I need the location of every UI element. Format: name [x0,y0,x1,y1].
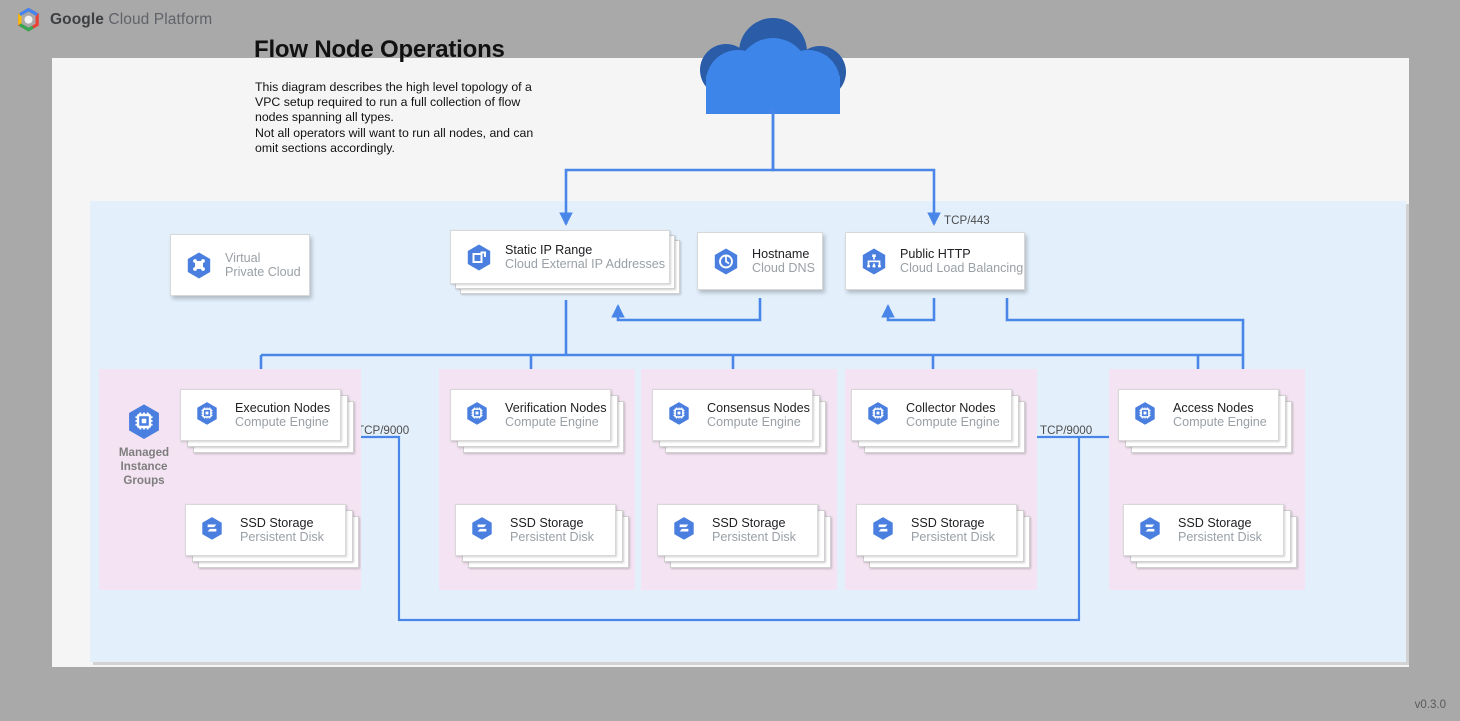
consensus-nodes-text: Consensus Nodes Compute Engine [707,401,810,430]
cloud-external-ip-addresses-icon [464,242,494,272]
persistent-disk-icon [1137,515,1167,545]
hostname-text: Hostname Cloud DNS [752,247,815,276]
brand-title-bold: Google [50,11,104,28]
collector-nodes-title: Collector Nodes [906,400,996,415]
access-storage-stack[interactable]: SSD Storage Persistent Disk [1123,504,1298,574]
consensus-storage-stack[interactable]: SSD Storage Persistent Disk [657,504,832,574]
hostname-subtitle: Cloud DNS [752,261,815,275]
compute-engine-icon [666,400,696,430]
mig-line-3: Groups [123,474,165,487]
brand-bar: Google Cloud Platform [16,7,212,33]
access-nodes-card[interactable]: Access Nodes Compute Engine [1118,389,1279,441]
cloud-icon [678,14,868,114]
brand-title: Google Cloud Platform [50,11,212,29]
static-ip-range-text: Static IP Range Cloud External IP Addres… [505,243,665,272]
collector-storage-card[interactable]: SSD Storage Persistent Disk [856,504,1017,556]
execution-nodes-text: Execution Nodes Compute Engine [235,401,330,430]
consensus-nodes-stack[interactable]: Consensus Nodes Compute Engine [652,389,827,459]
access-nodes-text: Access Nodes Compute Engine [1173,401,1267,430]
access-storage-subtitle: Persistent Disk [1178,530,1262,544]
managed-instance-groups-label: Managed Instance Groups [112,400,176,488]
access-nodes-stack[interactable]: Access Nodes Compute Engine [1118,389,1293,459]
verification-nodes-title: Verification Nodes [505,400,607,415]
compute-engine-icon [194,400,224,430]
page-title: Flow Node Operations [254,36,505,63]
public-http-card[interactable]: Public HTTP Cloud Load Balancing [845,232,1025,290]
verification-nodes-stack[interactable]: Verification Nodes Compute Engine [450,389,625,459]
execution-storage-subtitle: Persistent Disk [240,530,324,544]
verification-nodes-text: Verification Nodes Compute Engine [505,401,607,430]
compute-engine-icon [865,400,895,430]
static-ip-range-subtitle: Cloud External IP Addresses [505,257,666,271]
vpc-label-title: Virtual [225,250,261,265]
consensus-storage-title: SSD Storage [712,515,786,530]
port-label-tcp443: TCP/443 [944,214,990,227]
hostname-card[interactable]: Hostname Cloud DNS [697,232,823,290]
execution-storage-card[interactable]: SSD Storage Persistent Disk [185,504,346,556]
collector-nodes-stack[interactable]: Collector Nodes Compute Engine [851,389,1026,459]
collector-storage-subtitle: Persistent Disk [911,530,995,544]
port-label-access-to-execution: TCP/9000 [357,424,410,437]
access-storage-title: SSD Storage [1178,515,1252,530]
access-storage-card[interactable]: SSD Storage Persistent Disk [1123,504,1284,556]
compute-engine-icon [124,400,164,442]
virtual-private-cloud-icon [184,250,214,280]
collector-nodes-subtitle: Compute Engine [906,415,1000,429]
execution-storage-title: SSD Storage [240,515,314,530]
access-storage-text: SSD Storage Persistent Disk [1178,516,1262,545]
consensus-storage-subtitle: Persistent Disk [712,530,796,544]
static-ip-range-stack[interactable]: Static IP Range Cloud External IP Addres… [450,230,682,294]
port-label-access-to-collector: TCP/9000 [1040,424,1093,437]
verification-storage-stack[interactable]: SSD Storage Persistent Disk [455,504,630,574]
consensus-nodes-title: Consensus Nodes [707,400,810,415]
collector-nodes-text: Collector Nodes Compute Engine [906,401,1000,430]
persistent-disk-icon [870,515,900,545]
collector-storage-title: SSD Storage [911,515,985,530]
public-http-subtitle: Cloud Load Balancing [900,261,1024,275]
access-nodes-subtitle: Compute Engine [1173,415,1267,429]
static-ip-range-title: Static IP Range [505,242,593,257]
public-http-title: Public HTTP [900,246,971,261]
verification-storage-text: SSD Storage Persistent Disk [510,516,594,545]
vpc-label-text: Virtual Private Cloud [225,251,301,280]
hostname-title: Hostname [752,246,810,261]
access-nodes-title: Access Nodes [1173,400,1254,415]
managed-instance-groups-text: Managed Instance Groups [119,446,169,488]
execution-nodes-title: Execution Nodes [235,400,331,415]
execution-nodes-stack[interactable]: Execution Nodes Compute Engine [180,389,355,459]
compute-engine-icon [464,400,494,430]
persistent-disk-icon [469,515,499,545]
execution-nodes-card[interactable]: Execution Nodes Compute Engine [180,389,341,441]
persistent-disk-icon [199,515,229,545]
static-ip-range-card[interactable]: Static IP Range Cloud External IP Addres… [450,230,670,284]
verification-storage-card[interactable]: SSD Storage Persistent Disk [455,504,616,556]
verification-nodes-subtitle: Compute Engine [505,415,599,429]
mig-line-2: Instance [120,460,168,473]
execution-storage-text: SSD Storage Persistent Disk [240,516,324,545]
collector-storage-text: SSD Storage Persistent Disk [911,516,995,545]
brand-title-rest: Cloud Platform [104,11,213,28]
execution-nodes-subtitle: Compute Engine [235,415,329,429]
vpc-label-card[interactable]: Virtual Private Cloud [170,234,310,296]
collector-nodes-card[interactable]: Collector Nodes Compute Engine [851,389,1012,441]
consensus-nodes-subtitle: Compute Engine [707,415,801,429]
execution-storage-stack[interactable]: SSD Storage Persistent Disk [185,504,360,574]
consensus-storage-card[interactable]: SSD Storage Persistent Disk [657,504,818,556]
compute-engine-icon [1132,400,1162,430]
collector-storage-stack[interactable]: SSD Storage Persistent Disk [856,504,1031,574]
verification-storage-subtitle: Persistent Disk [510,530,594,544]
consensus-storage-text: SSD Storage Persistent Disk [712,516,796,545]
cloud-dns-icon [711,246,741,276]
vpc-label-subtitle: Private Cloud [225,265,301,279]
version-label: v0.3.0 [1414,699,1446,711]
public-http-text: Public HTTP Cloud Load Balancing [900,247,1023,276]
page-description: This diagram describes the high level to… [255,80,534,155]
verification-storage-title: SSD Storage [510,515,584,530]
cloud-load-balancing-icon [859,246,889,276]
consensus-nodes-card[interactable]: Consensus Nodes Compute Engine [652,389,813,441]
verification-nodes-card[interactable]: Verification Nodes Compute Engine [450,389,611,441]
google-cloud-hexagon-logo-icon [16,7,41,33]
mig-line-1: Managed [118,446,170,459]
persistent-disk-icon [671,515,701,545]
